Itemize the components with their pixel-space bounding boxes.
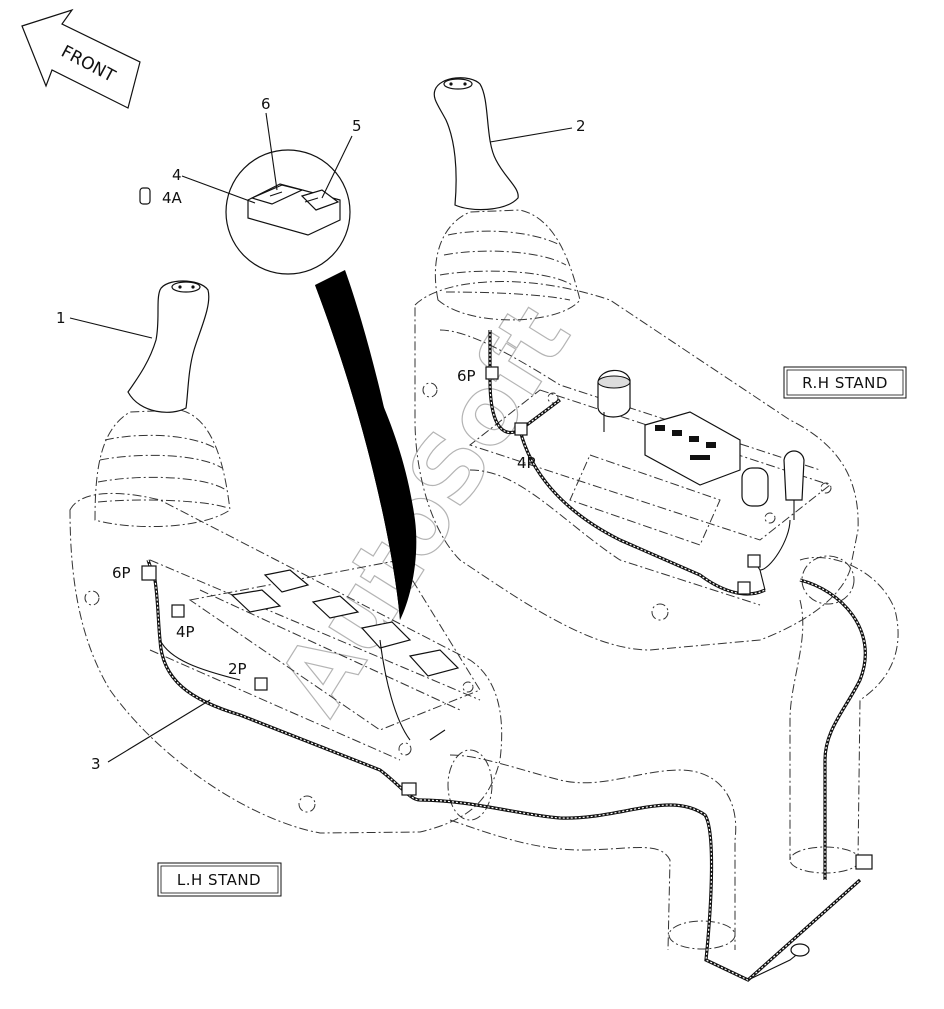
lh-stand-label: L.H STAND [177,871,261,889]
rh-sensor-part [783,450,805,520]
rh-6p-label: 6P [457,367,476,385]
lh-stand-tag: L.H STAND [157,862,282,897]
detail-magnifier [225,149,417,620]
callout-3: 3 [91,755,101,773]
lh-4p-label: 4P [176,623,195,641]
ground-terminal-icon [790,943,810,957]
rh-harness [485,330,791,596]
rh-connector-b [737,581,751,595]
rh-cylinder-part [741,467,769,507]
rh-6p-connector [485,366,499,380]
rh-joystick-grip [433,77,519,211]
main-harness [419,578,873,982]
lh-switches [230,569,460,677]
lh-joystick-grip [127,280,210,413]
callout-lines [69,112,573,763]
callout-1: 1 [56,309,66,327]
lh-2p-connector [254,677,268,691]
lh-harness [141,559,446,802]
rh-stand-body [414,281,859,651]
rh-4p-label: 4P [517,454,536,472]
lh-connector-end [401,782,417,796]
rh-boot [434,209,581,321]
callout-5: 5 [352,117,362,135]
rh-connector-a [747,554,761,568]
rh-stand-label: R.H STAND [802,374,888,392]
connecting-duct [447,555,899,951]
lh-stand-body [69,493,503,834]
rh-stand-tag: R.H STAND [783,366,907,399]
callout-4: 4 [172,166,182,184]
rh-4p-connector [514,422,528,436]
fuse-4a-icon [139,187,151,205]
lh-6p-label: 6P [112,564,131,582]
callout-6: 6 [261,95,271,113]
lh-6p-connector [141,565,157,581]
rh-rotary-knob [597,369,631,432]
callout-2: 2 [576,117,586,135]
lh-boot [94,409,231,528]
front-arrow-icon: FRONT [21,8,141,109]
main-connector [855,854,873,870]
rh-switch-panel [644,411,741,486]
lh-2p-label: 2P [228,660,247,678]
callout-4a: 4A [162,189,183,207]
lh-4p-connector [171,604,185,618]
